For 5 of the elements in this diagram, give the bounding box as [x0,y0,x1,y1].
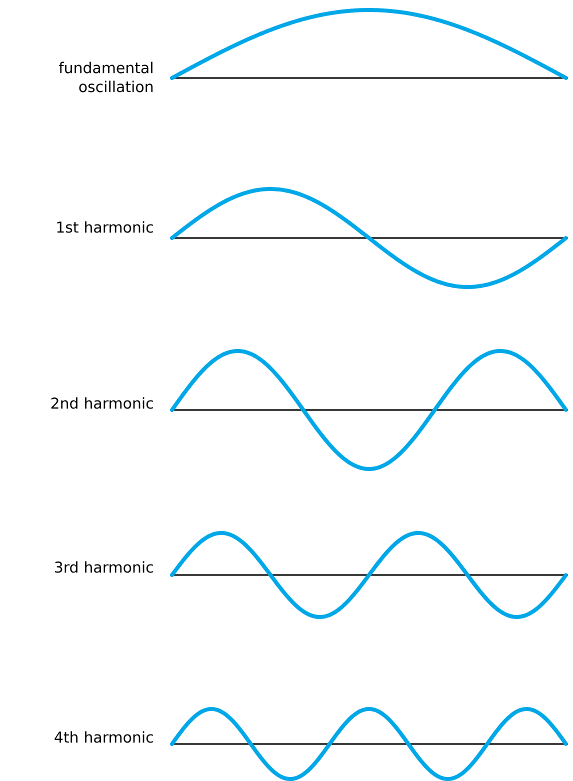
row-label: 1st harmonic [57,221,153,233]
row-label: 2nd harmonic [51,397,153,409]
row-label: 4th harmonic [54,731,153,743]
row-label: 3rd harmonic [55,561,153,573]
row-label: fundamental oscillation [58,62,153,92]
